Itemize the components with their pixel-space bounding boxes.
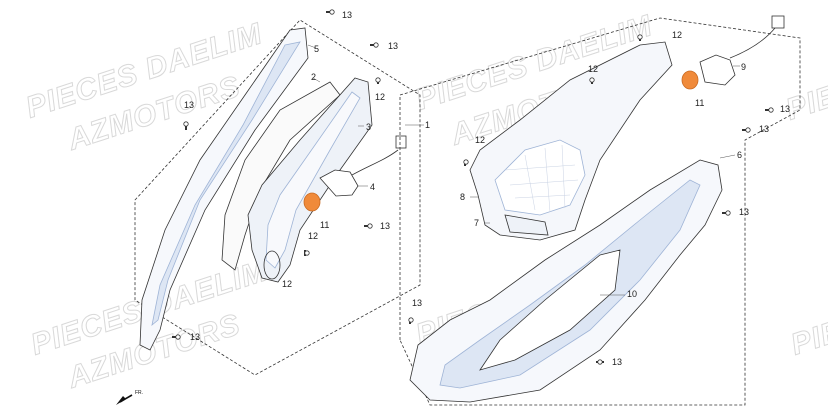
lens-mount-tab: [504, 214, 549, 236]
callout-13: 13: [612, 357, 622, 367]
side-cover-bracket: [139, 27, 309, 351]
callout-12: 12: [282, 279, 292, 289]
callout-10: 10: [627, 289, 637, 299]
callout-13: 13: [388, 41, 398, 51]
callout-8: 8: [460, 192, 465, 202]
left-assembly-boundary: [134, 19, 421, 376]
bulb: [303, 192, 321, 212]
callout-13: 13: [342, 10, 352, 20]
screw-group: [172, 9, 381, 340]
socket-wire: [729, 27, 776, 59]
callout-13: 13: [190, 332, 200, 342]
callout-11: 11: [320, 220, 329, 230]
side-cover-inner-edge: [151, 41, 301, 327]
callout-13: 13: [759, 124, 769, 134]
watermark-text: PIE: [787, 314, 828, 361]
outer-cover-cutout: [479, 249, 621, 371]
callout-7: 7: [474, 218, 479, 228]
callout-1: 1: [425, 120, 430, 130]
arrow-head-icon: [116, 396, 126, 405]
leader-lines: [470, 65, 740, 296]
left-assembly: [134, 9, 424, 376]
front-direction-indicator: FR.: [116, 390, 143, 405]
callout-13: 13: [184, 100, 194, 110]
front-label: FR.: [135, 390, 143, 396]
wire-connector: [771, 15, 785, 29]
right-assembly: [399, 15, 801, 406]
callout-13: 13: [739, 207, 749, 217]
callout-4: 4: [370, 182, 375, 192]
callout-12: 12: [475, 135, 485, 145]
bulb-socket: [699, 54, 736, 86]
callout-3: 3: [366, 122, 371, 132]
callout-13: 13: [412, 298, 422, 308]
callout-12: 12: [308, 231, 318, 241]
leader-lines: [307, 44, 424, 187]
housing-mount-boss: [263, 250, 281, 280]
callout-9: 9: [741, 62, 746, 72]
lens-surface: [265, 91, 361, 269]
callout-2: 2: [311, 72, 316, 82]
callout-12: 12: [672, 30, 682, 40]
callout-13: 13: [380, 221, 390, 231]
callout-6: 6: [737, 150, 742, 160]
wire-connector: [395, 135, 407, 149]
callout-12: 12: [375, 92, 385, 102]
reflector-grid: [504, 144, 579, 213]
gasket: [221, 81, 341, 271]
right-assembly-boundary: [399, 17, 801, 406]
callout-11: 11: [695, 98, 704, 108]
socket-wire: [351, 149, 399, 176]
callout-5: 5: [314, 44, 319, 54]
screw-group: [408, 34, 774, 365]
callout-13: 13: [780, 104, 790, 114]
callout-12: 12: [588, 64, 598, 74]
bulb: [681, 70, 699, 90]
